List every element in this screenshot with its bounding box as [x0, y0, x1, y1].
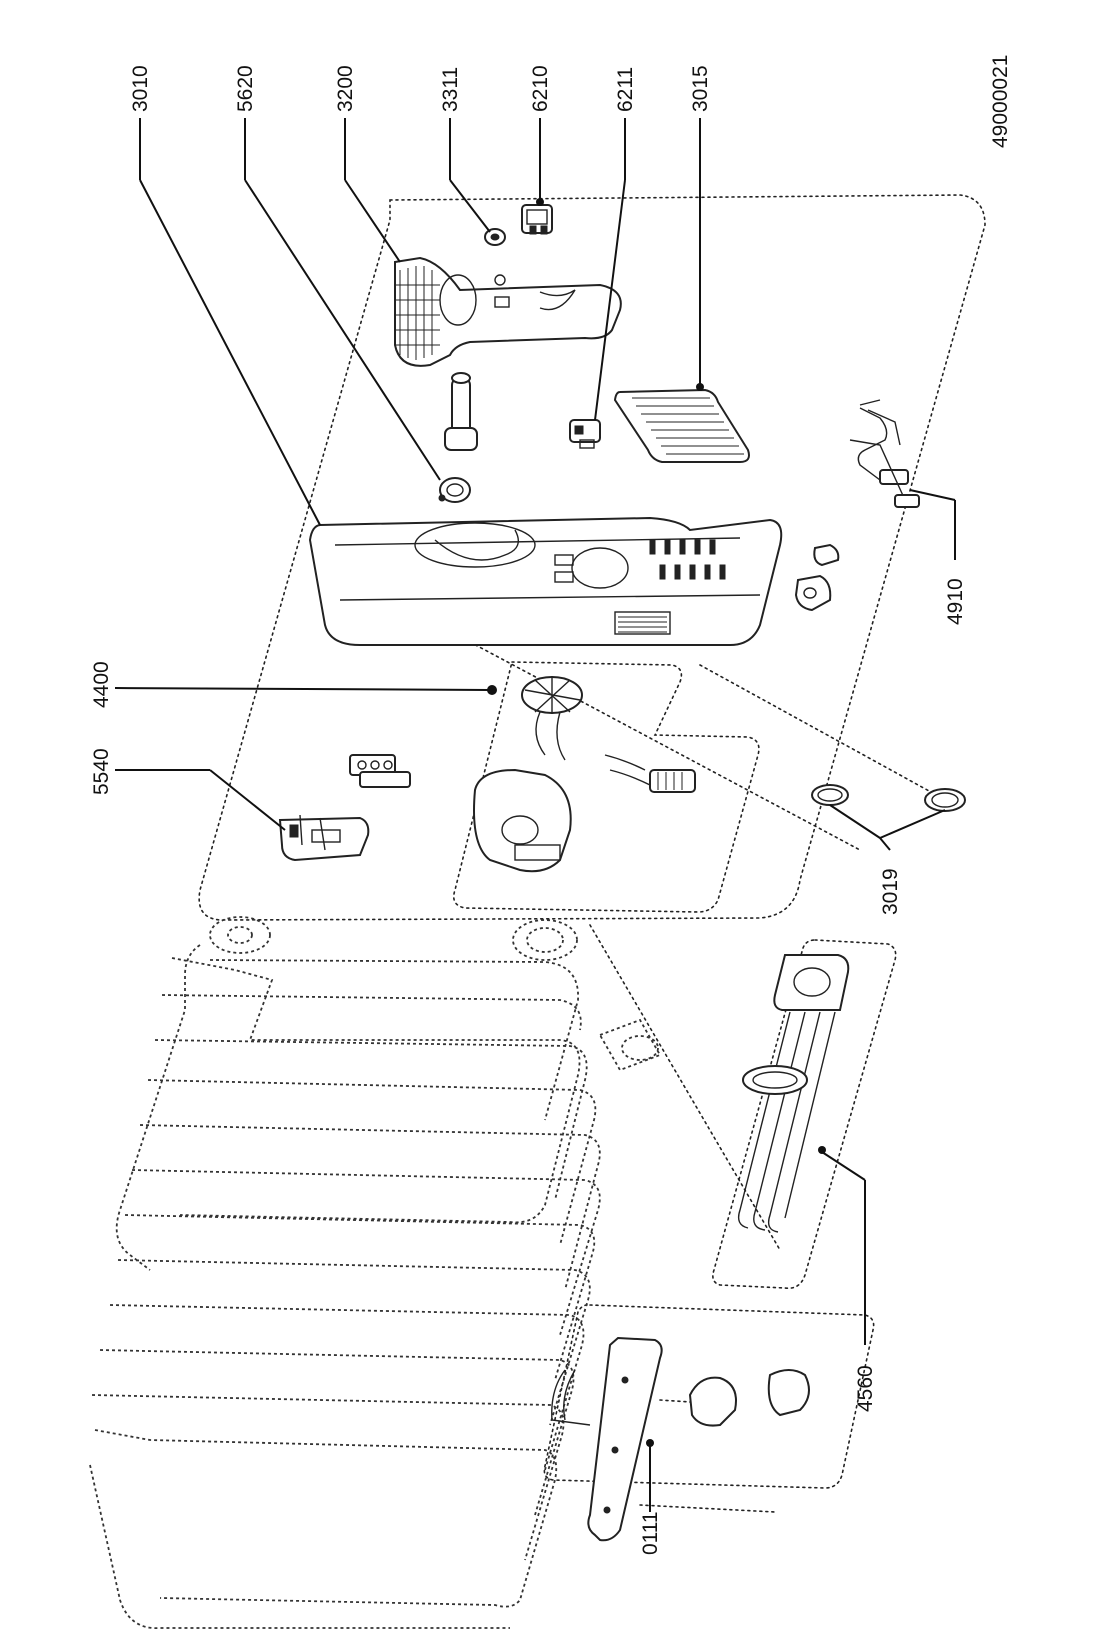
heating-element-outline: [712, 939, 897, 1290]
label-6210: 6210: [529, 65, 552, 112]
label-3010: 3010: [129, 65, 152, 112]
cover-plate-0111: [551, 1336, 810, 1542]
radiator-fins: [89, 957, 601, 1629]
grille-3015: [613, 388, 750, 463]
o-rings-3019: [811, 784, 966, 812]
switch-6211: [569, 419, 601, 449]
label-3311: 3311: [439, 67, 462, 112]
label-5620: 5620: [234, 65, 257, 112]
label-3019: 3019: [879, 868, 902, 915]
panel-grille: [396, 266, 440, 360]
callout-dots: [487, 198, 826, 1447]
front-panel-3200: [394, 256, 622, 367]
knob-cap-3311: [484, 228, 506, 246]
heating-element-4560: [737, 954, 850, 1233]
electronics-4400: [473, 676, 696, 873]
rocker-switch-6210: [521, 204, 553, 235]
radiator-body: [89, 916, 662, 1629]
label-0111: 0111: [639, 1511, 662, 1555]
wiring-harness-4910: [849, 399, 920, 508]
cover-plate-outline: [543, 1304, 875, 1489]
housing-vents: [649, 539, 726, 580]
label-document-number: 49000021: [989, 55, 1012, 148]
callout-leaders: [114, 118, 956, 1512]
main-assembly-outline: [198, 194, 986, 921]
clips: [794, 543, 840, 612]
control-housing-3010: [308, 516, 783, 646]
label-4560: 4560: [854, 1365, 877, 1412]
label-3015: 3015: [689, 65, 712, 112]
group-outlines: [198, 194, 986, 1489]
label-5540: 5540: [90, 748, 113, 795]
label-4910: 4910: [944, 578, 967, 625]
electronics-subgroup-outline: [452, 661, 760, 913]
housing-grille: [614, 611, 671, 635]
label-3200: 3200: [334, 65, 357, 112]
label-4400: 4400: [90, 661, 113, 708]
part-labels: 3010 5620 3200 3311 6210 6211 3015 49000…: [90, 55, 1012, 1555]
label-6211: 6211: [614, 67, 637, 112]
knob-spindle-5620: [438, 372, 478, 503]
terminal-block: [349, 754, 411, 788]
thermostat-5540: [278, 814, 370, 862]
